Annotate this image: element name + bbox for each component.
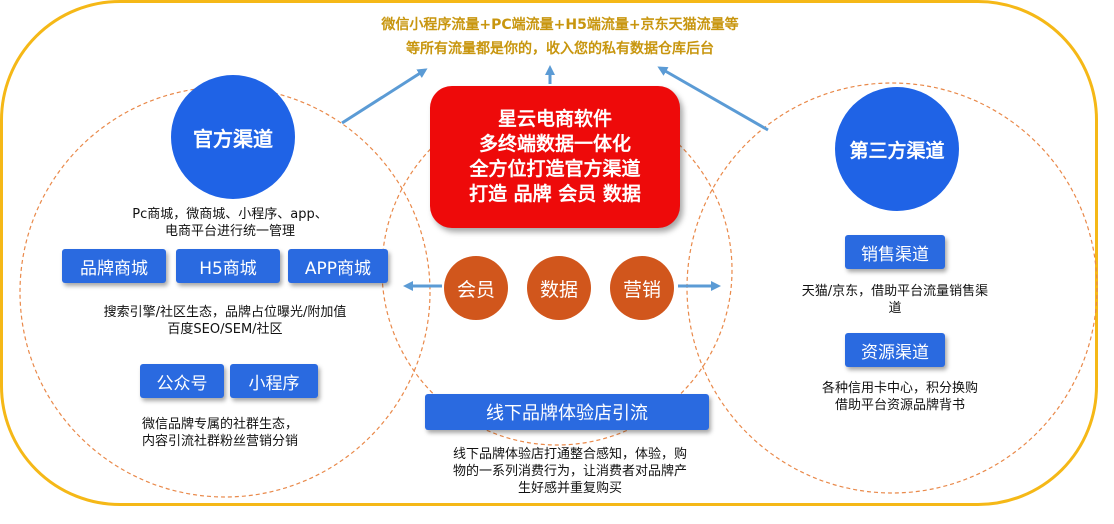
orb-marketing: 营销 (610, 256, 674, 320)
official-desc2-line: 百度SEO/SEM/社区 (167, 322, 283, 337)
tag-sales-channel: 销售渠道 (845, 235, 945, 269)
center-box-line: 星云电商软件 (497, 108, 612, 130)
arrow-third-party-to-top (657, 66, 769, 132)
third-party-dashed-circle (686, 82, 1098, 494)
resource-desc-line: 各种信用卡中心，积分换购 (821, 381, 978, 396)
offline-desc-line: 线下品牌体验店打通整合感知，体验，购 (452, 447, 687, 462)
resource-desc-line: 借助平台资源品牌背书 (834, 398, 965, 413)
official-desc-line: Pc商城，微商城、小程序、app、 (132, 207, 328, 222)
sales-desc-line: 道 (888, 301, 902, 316)
center-box-line: 多终端数据一体化 (478, 133, 631, 155)
top-text-line1: 微信小程序流量+PC端流量+H5端流量+京东天猫流量等 (381, 17, 739, 33)
sales-desc: 天猫/京东，借助平台流量销售渠 道 (770, 283, 1020, 317)
official-desc2-line: 搜索引擎/社区生态，品牌占位曝光/附加值 (103, 305, 347, 320)
tag-offline-store: 线下品牌体验店引流 (425, 394, 709, 430)
tag-app-mall: APP商城 (288, 249, 388, 283)
official-desc2: 搜索引擎/社区生态，品牌占位曝光/附加值 百度SEO/SEM/社区 (60, 304, 390, 338)
official-desc3-line: 微信品牌专属的社群生态， (141, 417, 298, 432)
official-desc: Pc商城，微商城、小程序、app、 电商平台进行统一管理 (80, 206, 380, 240)
official-channel-circle: 官方渠道 (171, 75, 295, 199)
third-party-channel-circle: 第三方渠道 (835, 87, 959, 211)
tag-brand-mall: 品牌商城 (62, 249, 166, 283)
center-box-line: 全方位打造官方渠道 (469, 158, 641, 180)
orb-member: 会员 (444, 256, 508, 320)
tag-resource-channel: 资源渠道 (845, 333, 945, 367)
tag-mini-program: 小程序 (230, 364, 318, 398)
sales-desc-line: 天猫/京东，借助平台流量销售渠 (801, 284, 989, 299)
arrow-official-to-top (341, 68, 428, 125)
offline-desc: 线下品牌体验店打通整合感知，体验，购 物的一系列消费行为，让消费者对品牌产 生好… (420, 446, 720, 497)
tag-h5-mall: H5商城 (176, 249, 280, 283)
tag-official-account: 公众号 (140, 364, 224, 398)
offline-desc-line: 生好感并重复购买 (517, 481, 622, 496)
official-desc-line: 电商平台进行统一管理 (164, 224, 295, 239)
official-dashed-circle (19, 86, 431, 498)
center-box: 星云电商软件 多终端数据一体化 全方位打造官方渠道 打造 品牌 会员 数据 (430, 86, 680, 228)
top-text-line2: 等所有流量都是你的，收入您的私有数据仓库后台 (406, 41, 714, 57)
outer-frame (0, 0, 1098, 506)
orb-data: 数据 (527, 256, 591, 320)
resource-desc: 各种信用卡中心，积分换购 借助平台资源品牌背书 (780, 380, 1020, 414)
center-box-line: 打造 品牌 会员 数据 (469, 183, 641, 205)
official-desc3: 微信品牌专属的社群生态， 内容引流社群粉丝营销分销 (90, 416, 350, 450)
offline-desc-line: 物的一系列消费行为，让消费者对品牌产 (452, 464, 687, 479)
official-desc3-line: 内容引流社群粉丝营销分销 (141, 434, 298, 449)
